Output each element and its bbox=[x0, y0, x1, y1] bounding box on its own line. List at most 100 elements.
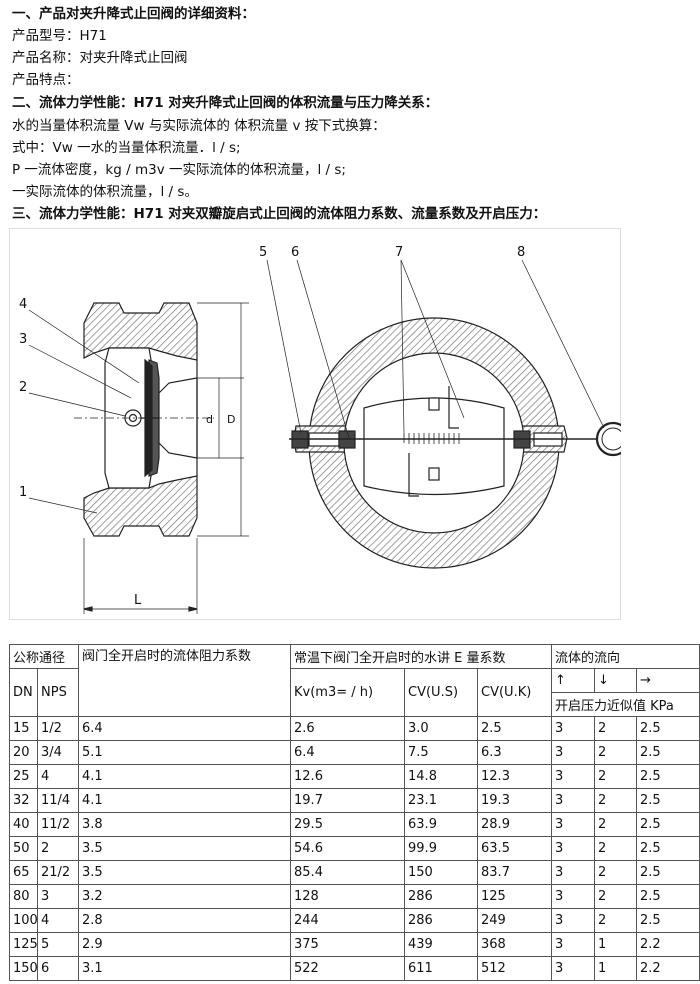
table-cell: 2 bbox=[594, 812, 638, 837]
table-cell: 50 bbox=[9, 836, 38, 861]
table-cell: 286 bbox=[404, 884, 479, 909]
table-cell: 6.4 bbox=[78, 716, 292, 741]
table-cell: 286 bbox=[404, 908, 479, 933]
table-cell: 3.5 bbox=[78, 836, 292, 861]
table-cell: 3 bbox=[551, 908, 596, 933]
table-cell: 5 bbox=[36, 932, 80, 957]
table-cell: 3 bbox=[551, 836, 596, 861]
table-cell: 150 bbox=[9, 956, 38, 981]
table-cell: 150 bbox=[404, 860, 479, 885]
table-cell: 28.9 bbox=[477, 812, 553, 837]
table-cell: 4.1 bbox=[78, 764, 292, 789]
table-cell: 15 bbox=[9, 716, 38, 741]
table-cell: 25 bbox=[9, 764, 38, 789]
table-cell: 2.5 bbox=[636, 764, 700, 789]
valve-technical-drawing: 4 3 2 1 5 6 7 8 L d D bbox=[9, 228, 621, 620]
table-cell: 2 bbox=[36, 836, 80, 861]
table-cell: 2 bbox=[594, 884, 638, 909]
table-cell: 2.8 bbox=[78, 908, 292, 933]
dimension-label-big-d: D bbox=[227, 413, 235, 426]
header-cv-us: CV(U.S) bbox=[404, 668, 479, 717]
table-cell: 2.2 bbox=[636, 956, 700, 981]
table-cell: 20 bbox=[9, 740, 38, 765]
table-cell: 100 bbox=[9, 908, 38, 933]
paragraph-formula-flow: 一实际流体的体积流量，l / s。 bbox=[12, 184, 198, 200]
table-cell: 23.1 bbox=[404, 788, 479, 813]
arrow-up-icon: ↑ bbox=[551, 668, 596, 693]
part-label-3: 3 bbox=[19, 332, 27, 347]
part-label-1: 1 bbox=[19, 485, 27, 500]
table-cell: 3 bbox=[551, 740, 596, 765]
table-cell: 2 bbox=[594, 908, 638, 933]
product-model: 产品型号：H71 bbox=[12, 28, 107, 44]
table-cell: 6 bbox=[36, 956, 80, 981]
arrow-right-icon: → bbox=[636, 668, 700, 693]
table-cell: 522 bbox=[290, 956, 406, 981]
table-cell: 32 bbox=[9, 788, 38, 813]
part-label-6: 6 bbox=[291, 245, 299, 260]
table-cell: 3 bbox=[551, 788, 596, 813]
table-cell: 3 bbox=[551, 956, 596, 981]
table-cell: 1 bbox=[594, 956, 638, 981]
heading-hydraulic-performance: 二、流体力学性能：H71 对夹升降式止回阀的体积流量与压力降关系： bbox=[12, 95, 439, 111]
table-cell: 3.8 bbox=[78, 812, 292, 837]
header-opening-pressure: 开启压力近似值 KPa bbox=[551, 692, 700, 717]
product-name: 产品名称：对夹升降式止回阀 bbox=[12, 50, 188, 66]
table-cell: 2.5 bbox=[477, 716, 553, 741]
table-cell: 6.3 bbox=[477, 740, 553, 765]
table-cell: 11/4 bbox=[36, 788, 80, 813]
table-cell: 19.7 bbox=[290, 788, 406, 813]
table-cell: 128 bbox=[290, 884, 406, 909]
table-cell: 1/2 bbox=[36, 716, 80, 741]
table-cell: 7.5 bbox=[404, 740, 479, 765]
table-cell: 4 bbox=[36, 908, 80, 933]
table-cell: 12.6 bbox=[290, 764, 406, 789]
table-cell: 14.8 bbox=[404, 764, 479, 789]
table-cell: 12.3 bbox=[477, 764, 553, 789]
table-cell: 2 bbox=[594, 764, 638, 789]
table-header-row: 开启压力近似值 KPa bbox=[10, 692, 700, 717]
header-nps: NPS bbox=[36, 668, 80, 717]
table-cell: 3.2 bbox=[78, 884, 292, 909]
table-cell: 2.5 bbox=[636, 884, 700, 909]
table-cell: 512 bbox=[477, 956, 553, 981]
header-flow-direction: 流体的流向 bbox=[551, 644, 700, 669]
header-kv: Kv(m3= / h) bbox=[290, 668, 406, 717]
table-cell: 439 bbox=[404, 932, 479, 957]
table-cell: 244 bbox=[290, 908, 406, 933]
dimension-label-l: L bbox=[134, 593, 142, 608]
table-cell: 125 bbox=[9, 932, 38, 957]
table-cell: 29.5 bbox=[290, 812, 406, 837]
table-cell: 4.1 bbox=[78, 788, 292, 813]
table-cell: 2 bbox=[594, 788, 638, 813]
table-cell: 125 bbox=[477, 884, 553, 909]
paragraph-formula-vw: 式中：Vw 一水的当量体积流量．l / s; bbox=[12, 140, 241, 156]
table-cell: 2.2 bbox=[636, 932, 700, 957]
table-cell: 99.9 bbox=[404, 836, 479, 861]
table-cell: 6.4 bbox=[290, 740, 406, 765]
paragraph-formula-density: P 一流体密度，kg / m3v 一实际流体的体积流量，l / s; bbox=[12, 162, 346, 178]
table-cell: 4 bbox=[36, 764, 80, 789]
table-cell: 3 bbox=[551, 932, 596, 957]
table-cell: 3/4 bbox=[36, 740, 80, 765]
header-nominal-size: 公称通径 bbox=[8, 644, 80, 669]
table-cell: 368 bbox=[477, 932, 553, 957]
table-cell: 2 bbox=[594, 716, 638, 741]
header-cv-uk: CV(U.K) bbox=[477, 668, 553, 717]
specification-table: 公称通径 阀门全开启时的流体阻力系数 常温下阀门全开启时的水讲 E 量系数 流体… bbox=[8, 644, 700, 981]
part-label-7: 7 bbox=[395, 245, 403, 260]
table-cell: 21/2 bbox=[36, 860, 80, 885]
header-flow-coefficient: 常温下阀门全开启时的水讲 E 量系数 bbox=[290, 644, 553, 669]
table-header-row: DN NPS Kv(m3= / h) CV(U.S) CV(U.K) ↑ ↓ → bbox=[9, 668, 700, 717]
table-cell: 3.1 bbox=[78, 956, 292, 981]
